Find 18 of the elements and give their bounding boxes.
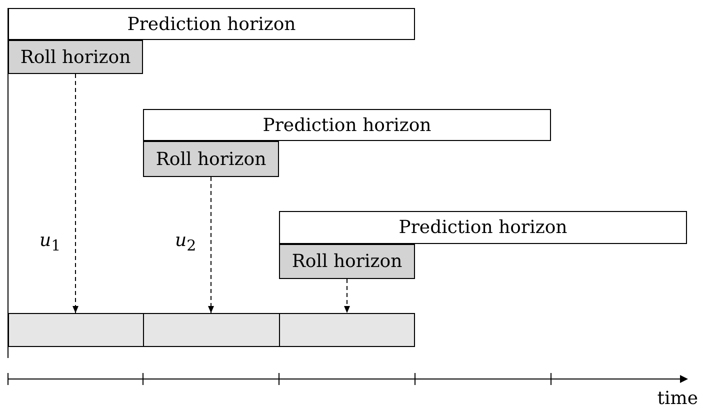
horizon-label: Roll horizon (20, 46, 131, 68)
horizon-label: Roll horizon (156, 148, 266, 170)
horizon-bar (143, 141, 279, 177)
time-step-cell (143, 313, 280, 347)
horizon-label: Prediction horizon (262, 114, 432, 136)
horizon-bar (279, 211, 687, 244)
time-step-cell (8, 313, 144, 347)
arrow (344, 278, 350, 314)
horizon-bar (8, 8, 415, 40)
horizon-label: Prediction horizon (398, 217, 568, 238)
arrow (72, 74, 78, 314)
horizon-bar (143, 109, 551, 141)
horizon-bar (279, 244, 415, 279)
horizon-bar (8, 40, 143, 74)
time-step-cell (279, 313, 415, 347)
horizon-label: Prediction horizon (127, 14, 296, 34)
arrow (208, 176, 214, 314)
horizon-label: Roll horizon (292, 251, 402, 272)
